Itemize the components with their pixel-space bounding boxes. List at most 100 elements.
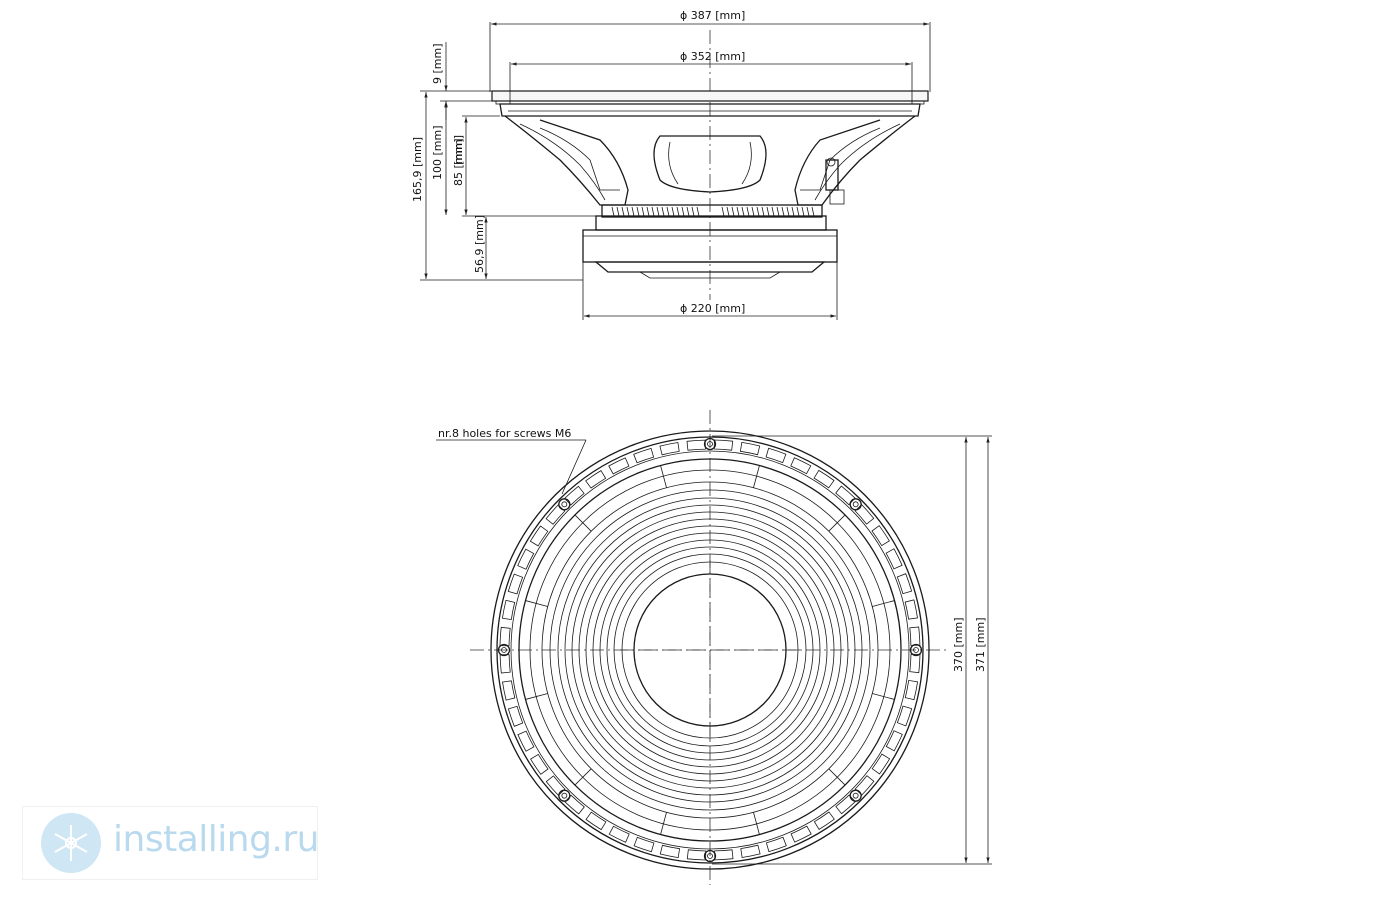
basket-window [653, 135, 767, 193]
rim-slot [659, 844, 681, 859]
cooling-fin [676, 206, 680, 217]
screw-hole-inner [501, 647, 507, 653]
basket-spokes [525, 465, 895, 835]
cooling-fin [731, 206, 735, 217]
rim-slot [501, 599, 516, 621]
rim-slot [885, 548, 903, 570]
rim-slot [714, 849, 734, 861]
cooling-fin [756, 206, 760, 217]
rim-slot [854, 775, 875, 796]
screw-hole-inner [707, 441, 713, 447]
basket-spoke [828, 514, 846, 532]
basket-spoke [525, 693, 548, 700]
rim-slot [871, 525, 890, 547]
basket-spoke [828, 768, 846, 786]
rim-slot [564, 485, 585, 506]
cooling-fin [771, 206, 775, 217]
dim-depth-85-unit: [mm] [452, 135, 465, 165]
dim-magnet-diameter: ϕ 220 [mm] [680, 302, 745, 315]
rim-slot [507, 573, 524, 595]
cooling-fins [611, 206, 815, 217]
cooling-fin [611, 206, 615, 217]
screw-hole [703, 437, 717, 451]
basket-left [504, 115, 629, 206]
cooling-fin [626, 206, 630, 217]
screw-hole-inner [561, 501, 568, 508]
rim-slot [909, 653, 921, 674]
rim-slot [790, 825, 812, 843]
rim-slot [530, 753, 549, 775]
surround-ring [549, 489, 871, 811]
screw-hole [558, 498, 571, 511]
rim-slot [545, 775, 566, 796]
surround-ring [578, 518, 842, 782]
dim-total-depth: 165,9 [mm] [411, 137, 424, 202]
cooling-fin [666, 206, 670, 217]
dim-outer-diameter: ϕ 387 [mm] [680, 9, 745, 22]
rim-slot [529, 525, 549, 547]
cooling-fin [806, 206, 810, 217]
basket-spoke [574, 514, 592, 532]
rim-slot [608, 457, 630, 475]
rim-slot [713, 439, 734, 451]
rim-slot [517, 548, 535, 570]
basket-spoke [525, 600, 548, 607]
surround-rings [529, 469, 891, 831]
rim-slot [502, 680, 516, 701]
rim-slot [739, 441, 761, 456]
surround-ring [613, 553, 807, 747]
screw-hole-inner [707, 853, 713, 859]
rim-slot [813, 469, 835, 489]
rim-slot [813, 811, 835, 830]
screw-holes [497, 437, 923, 863]
rim-slot [499, 626, 511, 647]
screw-hole [703, 849, 717, 863]
cooling-fin [646, 206, 650, 217]
basket-spoke [872, 600, 895, 607]
rim-slot [909, 626, 921, 646]
surround-ring [557, 497, 863, 803]
dim-370: 370 [mm] [952, 617, 965, 672]
basket-rim [499, 103, 921, 117]
surround-ring [564, 504, 856, 796]
rim-slot [659, 442, 680, 456]
surround-ring [585, 525, 835, 775]
dim-magnet-depth: 56,9 [mm] [473, 215, 486, 273]
rim-slot [545, 504, 566, 525]
basket-spoke [574, 768, 592, 786]
cooling-fin [721, 206, 725, 217]
cooling-fin [631, 206, 635, 217]
cooling-fin [686, 206, 690, 217]
rim-slot [765, 447, 787, 464]
dim-frame-diameter: ϕ 352 [mm] [680, 50, 745, 63]
surround-ring [541, 481, 879, 819]
rim-slot [499, 654, 511, 674]
front-view: nr.8 holes for screws M6 370 [mm] 371 [m… [436, 410, 992, 885]
magnet [595, 215, 827, 231]
rim-slot [686, 849, 707, 861]
watermark: installing.ru [22, 806, 319, 880]
mounting-flange [491, 90, 929, 102]
cooling-fin [656, 206, 660, 217]
cooling-fin [786, 206, 790, 217]
cooling-fin [691, 206, 695, 217]
cooling-fin [796, 206, 800, 217]
rim-slot [904, 679, 919, 701]
cooling-fin [681, 206, 685, 217]
cooling-fin [696, 206, 700, 217]
basket-spoke [660, 812, 667, 835]
rim-slot [871, 753, 891, 775]
rim-slot [854, 504, 875, 525]
rim-slot [585, 470, 607, 489]
cooling-fin [781, 206, 785, 217]
surround-ring [606, 546, 814, 754]
basket-spoke [660, 465, 667, 488]
rim-slot [835, 485, 856, 506]
terminal-icon [825, 157, 845, 205]
rim-slot [517, 730, 535, 752]
screw-hole-inner [852, 501, 859, 508]
cooling-fin [726, 206, 730, 217]
basket-spoke [872, 693, 895, 700]
dim-depth-100: 100 [mm] [431, 125, 444, 180]
screw-hole [558, 789, 571, 802]
